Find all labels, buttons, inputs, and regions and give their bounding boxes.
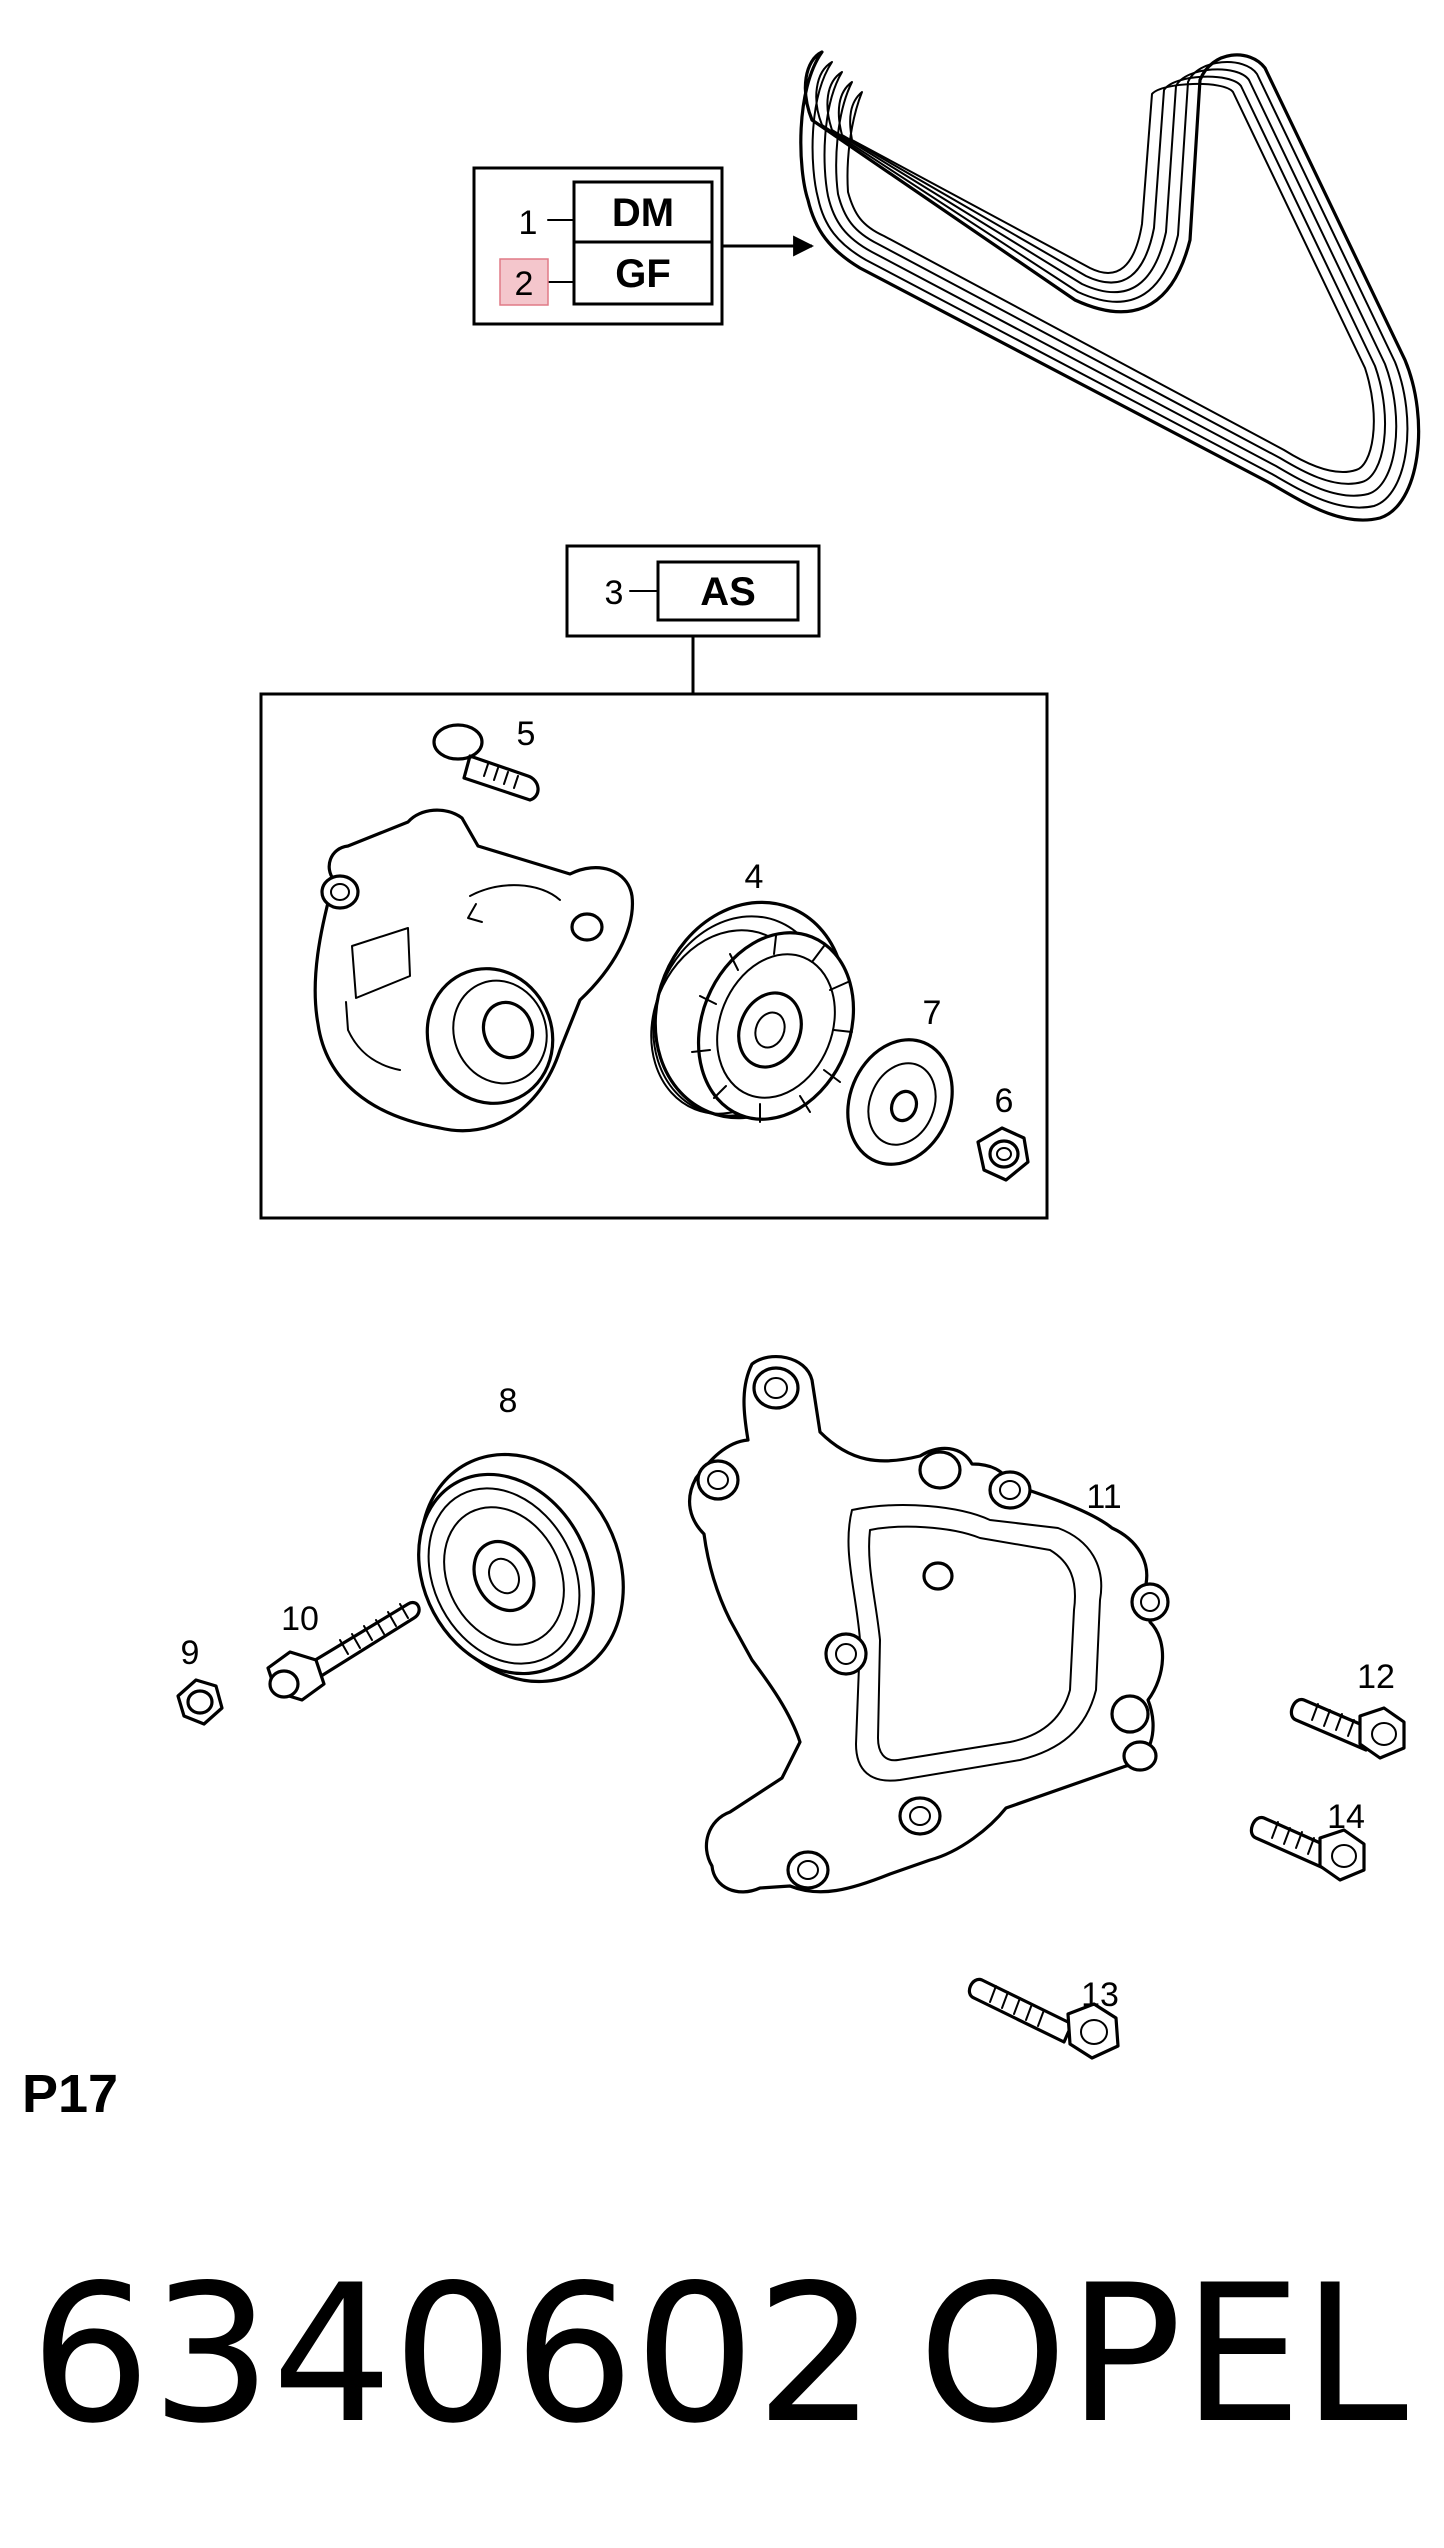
callout-10: 10 [281,1600,319,1638]
mounting-bracket-11 [688,1355,1170,1894]
callout-12: 12 [1357,1658,1395,1696]
bolt-10 [266,1601,421,1702]
variant-code-box-dm-gf: DM GF 1 2 [472,166,815,326]
callout-2: 2 [515,265,534,303]
callout-6: 6 [995,1082,1014,1120]
bolt-13 [967,1977,1120,2060]
callout-5: 5 [517,715,536,753]
ribbed-v-belt [799,50,1421,522]
code-as: AS [700,570,756,614]
callout-7: 7 [923,994,942,1032]
callout-1: 1 [519,204,538,242]
callout-4: 4 [745,858,764,896]
nut-6 [976,1126,1030,1182]
assembly-code-box-as: AS 3 [565,544,821,694]
bolt-5 [432,723,540,802]
bolt-12 [1289,1697,1406,1760]
callout-11: 11 [1086,1478,1121,1516]
brand-name: OPEL [918,2244,1408,2465]
nut-9 [176,1678,224,1726]
bolt-14 [1249,1815,1366,1882]
part-number: 6340602 [30,2244,876,2465]
callout-8: 8 [499,1382,518,1420]
code-dm: DM [612,191,674,235]
callout-2-highlight [499,258,549,306]
tensioner-pulley-4 [650,900,856,1123]
callout-14: 14 [1327,1798,1365,1836]
belt-tensioner [313,808,635,1133]
figure-id: P17 [22,2064,118,2124]
washer-7 [846,1038,954,1166]
idler-pulley-8 [417,1452,625,1684]
callout-13: 13 [1081,1976,1119,2014]
callout-9: 9 [181,1634,200,1672]
callout-3: 3 [605,574,624,612]
code-gf: GF [615,252,671,296]
